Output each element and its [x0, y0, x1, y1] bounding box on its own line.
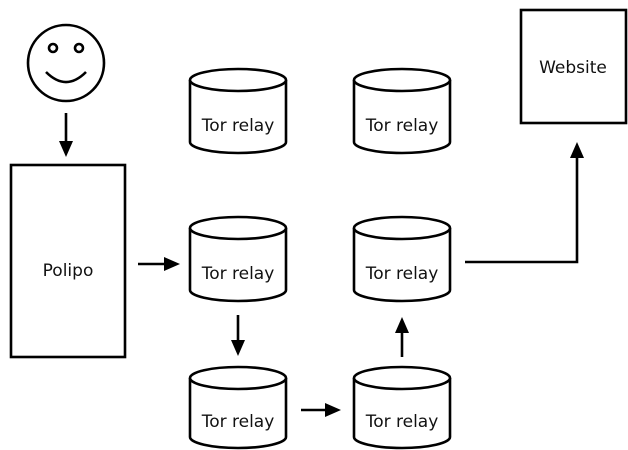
tor-relay-bottom-left: Tor relay — [188, 365, 288, 450]
arrow-relay-up — [395, 317, 409, 357]
arrow-relay-to-website — [465, 142, 584, 264]
polipo-box: Polipo — [9, 163, 127, 359]
tor-relay-top-left: Tor relay — [188, 67, 288, 155]
tor-relay-top-right: Tor relay — [352, 67, 452, 155]
relay-label: Tor relay — [365, 412, 439, 432]
website-box: Website — [519, 8, 628, 125]
arrow-relay-right — [301, 403, 341, 417]
tor-relay-bottom-right: Tor relay — [352, 365, 452, 450]
relay-label: Tor relay — [201, 116, 275, 136]
relay-label: Tor relay — [201, 264, 275, 284]
arrow-user-to-polipo — [59, 113, 73, 157]
smiley-face-icon — [26, 23, 106, 103]
relay-label: Tor relay — [365, 116, 439, 136]
relay-label: Tor relay — [201, 412, 275, 432]
arrow-relay-down — [231, 315, 245, 356]
tor-relay-mid-right: Tor relay — [352, 215, 452, 303]
relay-label: Tor relay — [365, 264, 439, 284]
arrow-polipo-to-relay — [138, 257, 180, 271]
tor-relay-mid-left: Tor relay — [188, 215, 288, 303]
website-label: Website — [539, 58, 607, 78]
polipo-label: Polipo — [43, 261, 94, 281]
